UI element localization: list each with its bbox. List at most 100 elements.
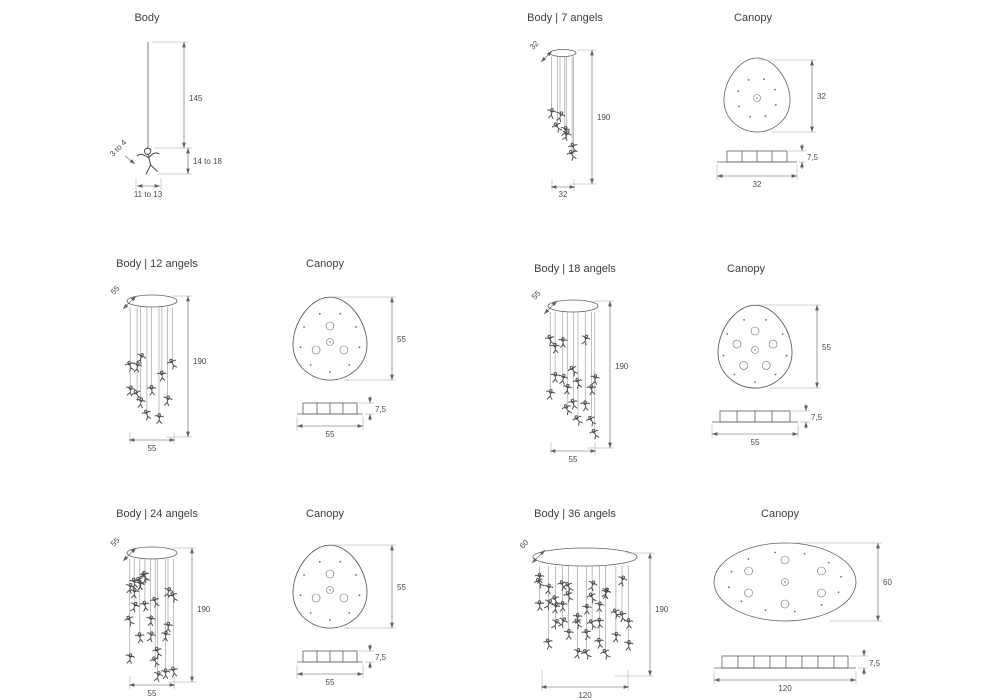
canopy-holes <box>299 312 361 373</box>
angel-cluster <box>544 312 601 441</box>
canopy-hole <box>784 581 786 583</box>
angel-figure <box>534 600 545 612</box>
canopy-hole <box>732 339 742 349</box>
panel-title: Body | 36 angels <box>534 508 616 520</box>
dimensions: 32 190 32 <box>528 39 611 199</box>
angel-figure <box>563 628 574 641</box>
suspension-ring <box>126 294 178 308</box>
canopy-hole <box>339 312 342 315</box>
canopy-hole <box>740 600 743 603</box>
body-drawing <box>545 49 580 162</box>
canopy-hole <box>722 354 725 357</box>
body-drawing <box>123 546 180 683</box>
suspension-ring <box>126 546 178 560</box>
canopy-hole <box>329 619 331 621</box>
angel-figure <box>571 647 584 660</box>
angel-figure <box>585 578 599 593</box>
dim-angel-size-label: 3 to 4 <box>108 138 129 159</box>
canopy-hole <box>749 115 751 118</box>
dim-diameter-label: 55 <box>109 536 122 549</box>
dim-size-label: 55 <box>397 335 406 344</box>
angel-figure <box>140 408 153 422</box>
dimensions: 55 190 55 <box>530 289 629 464</box>
canopy-top-view <box>717 304 793 389</box>
panel-title: Body | 18 angels <box>534 263 616 275</box>
angel-figure <box>146 384 157 396</box>
canopy-holes <box>722 319 788 383</box>
canopy-hole <box>747 79 750 81</box>
angel-figure <box>151 669 164 683</box>
canopy-side-view <box>297 650 363 663</box>
canopy-top-view <box>292 296 368 381</box>
angel-figure <box>149 655 162 669</box>
panel-title: Canopy <box>727 263 765 275</box>
canopy-hole <box>764 115 767 117</box>
angel-figure <box>139 600 151 612</box>
dim-size-label: 55 <box>397 583 406 592</box>
dimensions: 55 7,5 55 <box>296 544 406 687</box>
canopy-hole <box>318 560 321 563</box>
panel-body-36: Body | 36 angels 60 190 120 <box>518 508 669 700</box>
canopy-hole <box>756 97 758 99</box>
panel-body-24: Body | 24 angels 55 190 55 <box>109 508 211 698</box>
dim-thickness-label: 7,5 <box>375 653 387 662</box>
body-drawing <box>124 294 179 425</box>
body-drawing <box>532 547 638 661</box>
dim-width-label: 55 <box>148 444 157 453</box>
angel-figure <box>560 402 574 417</box>
panel-title: Body | 7 angels <box>527 12 603 24</box>
dim-width-label: 55 <box>326 430 335 439</box>
dim-width-label: 11 to 13 <box>134 190 163 199</box>
canopy-hole <box>744 588 753 598</box>
canopy-hole <box>348 364 351 366</box>
dim-width-label: 55 <box>751 438 760 447</box>
dim-size-label: 32 <box>817 92 826 101</box>
canopy-hole <box>733 373 736 376</box>
dim-diameter-label: 55 <box>109 284 122 297</box>
angel-figure <box>542 637 554 650</box>
angel-cluster <box>545 56 580 162</box>
canopy-hole <box>726 333 729 335</box>
canopy-hole <box>355 326 357 328</box>
canopy-hole <box>358 594 361 597</box>
canopy-hole <box>780 555 790 565</box>
dimensions: 55 190 55 <box>109 284 207 453</box>
canopy-outline <box>713 542 857 622</box>
canopy-hole <box>329 371 331 373</box>
canopy-hole <box>774 373 777 376</box>
panel-title: Canopy <box>306 258 344 270</box>
angel-figure <box>154 413 164 425</box>
dim-height-label: 190 <box>197 605 211 614</box>
canopy-hole <box>737 90 740 92</box>
panel-title: Canopy <box>761 508 799 520</box>
canopy-side-view <box>714 655 856 669</box>
canopy-hole <box>355 574 357 576</box>
dim-height-label: 145 <box>189 94 203 103</box>
canopy-hole <box>326 586 334 594</box>
canopy-hole <box>348 612 351 614</box>
suspension-ring <box>547 299 599 313</box>
angel-cluster <box>123 559 180 683</box>
angel-figure <box>545 107 557 120</box>
canopy-side-view <box>297 402 363 415</box>
canopy-hole <box>781 578 789 586</box>
angel-figure <box>135 396 147 409</box>
angel-figure <box>128 600 141 614</box>
angel-figure <box>124 652 136 665</box>
dim-diameter-label: 55 <box>530 289 543 302</box>
dim-height-label: 190 <box>655 605 669 614</box>
canopy-hole <box>329 341 331 343</box>
dim-size-label: 55 <box>822 343 831 352</box>
panel-title: Body | 24 angels <box>116 508 198 520</box>
panel-title: Canopy <box>734 12 772 24</box>
angel-figure <box>544 388 556 401</box>
body-drawing <box>544 299 601 441</box>
panel-canopy-24: Canopy 55 7,5 55 <box>292 508 406 687</box>
angel-figure <box>167 590 180 604</box>
canopy-hole <box>311 593 321 603</box>
canopy-hole <box>358 346 361 349</box>
canopy-hole <box>339 593 349 603</box>
canopy-hole <box>730 570 733 573</box>
panel-canopy-12: Canopy 55 7,5 55 <box>292 258 406 439</box>
